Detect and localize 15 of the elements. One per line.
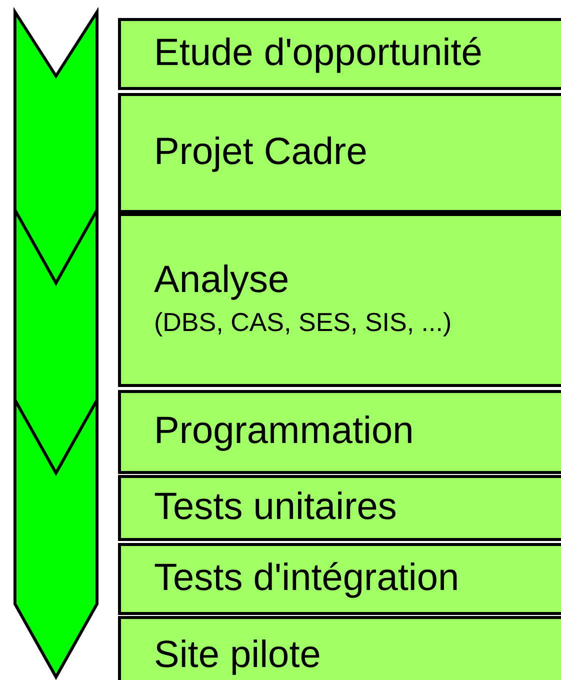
phase-title: Programmation: [154, 411, 414, 453]
phase-title: Etude d'opportunité: [154, 33, 482, 75]
phase-details: (DBS, CAS, SES, SIS, ...): [154, 306, 452, 339]
phase-title: Site pilote: [154, 635, 321, 677]
phase-box: [118, 93, 561, 213]
phase-box: [118, 543, 561, 615]
phase-title: Projet Cadre: [154, 132, 368, 174]
phase-box: [118, 213, 561, 387]
phase-title: Tests d'intégration: [154, 558, 460, 600]
phase-box: [118, 475, 561, 541]
phase-box: [118, 18, 561, 90]
phase-title: Tests unitaires: [154, 487, 397, 529]
phase-box: [118, 616, 561, 680]
phase-box: [118, 390, 561, 474]
phase-title: Analyse: [154, 260, 290, 302]
